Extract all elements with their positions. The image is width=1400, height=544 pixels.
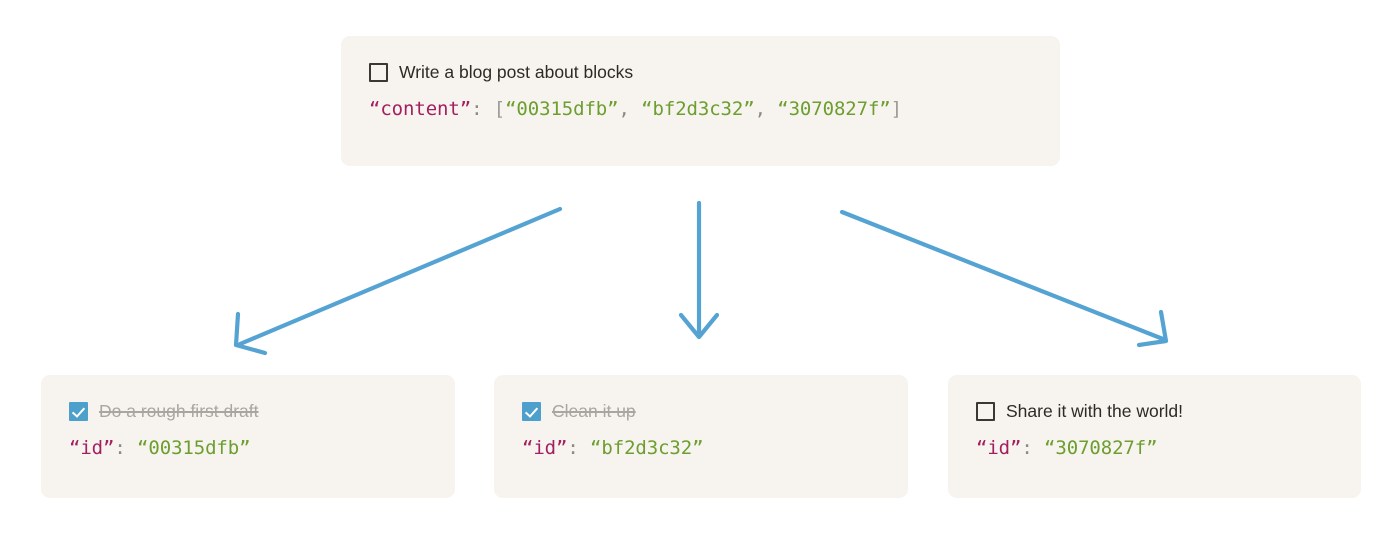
json-colon: : [114,437,126,459]
child-json-line-2: “id”: “bf2d3c32” [522,435,908,461]
checkbox-empty-icon[interactable] [369,62,388,82]
parent-task-label: Write a blog post about blocks [399,62,634,82]
json-key: “id” [522,437,568,459]
parent-task-card[interactable]: Write a blog post about blocks “content”… [341,36,1060,166]
json-separator-1: , [754,98,778,120]
arrow-to-first-child-head [233,311,268,356]
json-key: “content” [369,98,472,120]
child-task-label-2: Clean it up [552,401,636,421]
json-value-2: “3070827f” [777,98,891,120]
child-todo-row-1[interactable]: Do a rough first draft [69,399,455,423]
json-separator-0: , [618,98,642,120]
parent-todo-row[interactable]: Write a blog post about blocks [369,60,1032,84]
json-value: “00315dfb” [137,437,251,459]
child-task-label-1: Do a rough first draft [99,401,259,421]
child-json-line-1: “id”: “00315dfb” [69,435,455,461]
child-todo-row-2[interactable]: Clean it up [522,399,908,423]
checkbox-checked-icon[interactable] [522,401,541,421]
json-colon: : [567,437,579,459]
json-colon: : [1021,437,1033,459]
child-json-line-3: “id”: “3070827f” [976,435,1361,461]
arrow-to-third-child-head [1136,309,1169,348]
child-task-label-3: Share it with the world! [1006,401,1184,421]
arrow-to-second-child-head [678,312,720,340]
child-todo-row-3[interactable]: Share it with the world! [976,399,1361,423]
child-task-card-3[interactable]: Share it with the world! “id”: “3070827f… [948,375,1361,498]
json-colon: : [471,98,483,120]
json-value: “bf2d3c32” [590,437,704,459]
json-value: “3070827f” [1044,437,1158,459]
child-task-card-1[interactable]: Do a rough first draft “id”: “00315dfb” [41,375,455,498]
json-open-bracket: [ [493,98,506,120]
parent-json-line: “content”: [“00315dfb”, “bf2d3c32”, “307… [369,96,1032,122]
arrow-to-third-child [839,209,1166,342]
arrow-to-first-child [237,206,563,347]
child-task-card-2[interactable]: Clean it up “id”: “bf2d3c32” [494,375,908,498]
json-value-1: “bf2d3c32” [641,98,755,120]
checkbox-checked-icon[interactable] [69,401,88,421]
json-close-bracket: ] [890,98,902,120]
json-key: “id” [976,437,1022,459]
json-key: “id” [69,437,115,459]
json-value-0: “00315dfb” [505,98,619,120]
checkbox-empty-icon[interactable] [976,401,995,421]
